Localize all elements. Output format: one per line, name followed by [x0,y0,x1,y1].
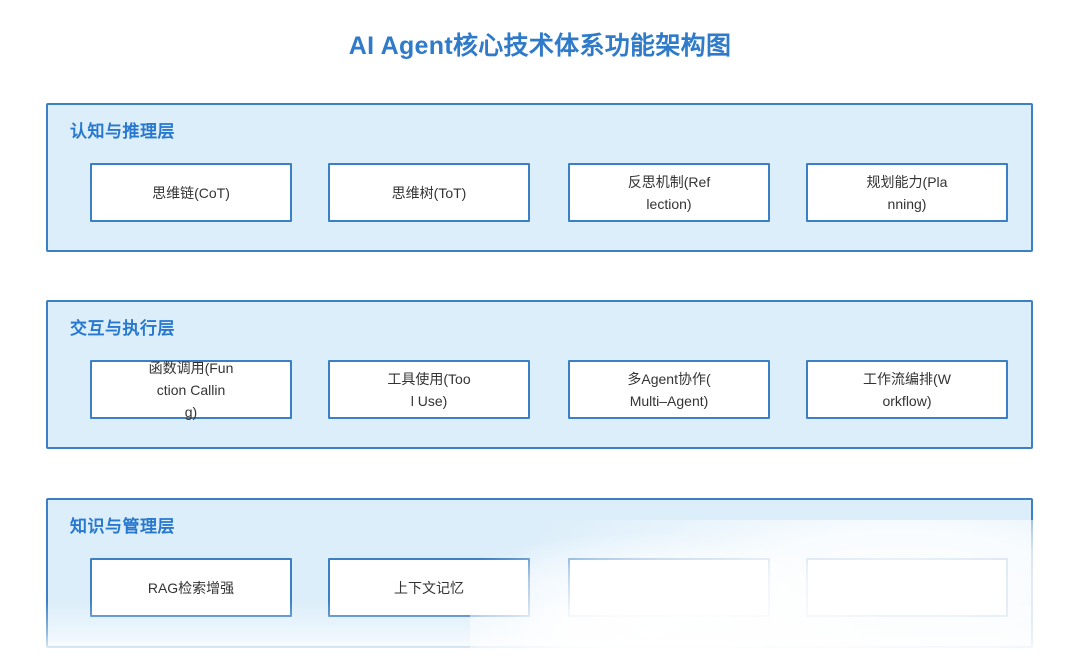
card-knowledge-3[interactable] [568,558,770,617]
page-title: AI Agent核心技术体系功能架构图 [348,32,732,60]
card-label: 函数调用(Fun ction Callin g) [148,359,234,420]
card-label: 上下文记忆 [394,579,464,596]
card-label: RAG检索增强 [147,579,235,596]
layer-title: 认知与推理层 [70,122,175,141]
card-planning[interactable]: 规划能力(Pla nning) [806,163,1008,222]
card-knowledge-4[interactable] [806,558,1008,617]
layer-title: 知识与管理层 [70,517,175,536]
card-label: 反思机制(Ref lection) [627,173,711,212]
card-label: 思维树(ToT) [391,184,467,201]
card-workflow[interactable]: 工作流编排(W orkflow) [806,360,1008,419]
card-function-calling[interactable]: 函数调用(Fun ction Callin g) [90,360,292,420]
card-rag[interactable]: RAG检索增强 [90,558,292,617]
card-label: 多Agent协作( Multi–Agent) [627,370,711,409]
card-label: 工具使用(Too l Use) [387,370,471,409]
card-label: 规划能力(Pla nning) [866,173,948,212]
card-cot[interactable]: 思维链(CoT) [90,163,292,222]
card-tool-use[interactable]: 工具使用(Too l Use) [328,360,530,419]
layer-panel-cognition: 认知与推理层 思维链(CoT) 思维树(ToT) 反思机制(Ref lectio… [46,103,1033,252]
card-context-memory[interactable]: 上下文记忆 [328,558,530,617]
card-reflection[interactable]: 反思机制(Ref lection) [568,163,770,222]
layer-title: 交互与执行层 [70,319,175,338]
card-multi-agent[interactable]: 多Agent协作( Multi–Agent) [568,360,770,419]
card-tot[interactable]: 思维树(ToT) [328,163,530,222]
card-label: 思维链(CoT) [152,184,230,201]
card-label: 工作流编排(W orkflow) [863,370,951,409]
layer-panel-knowledge: 知识与管理层 RAG检索增强 上下文记忆 [46,498,1033,648]
layer-panel-interaction: 交互与执行层 函数调用(Fun ction Callin g) 工具使用(Too… [46,300,1033,449]
